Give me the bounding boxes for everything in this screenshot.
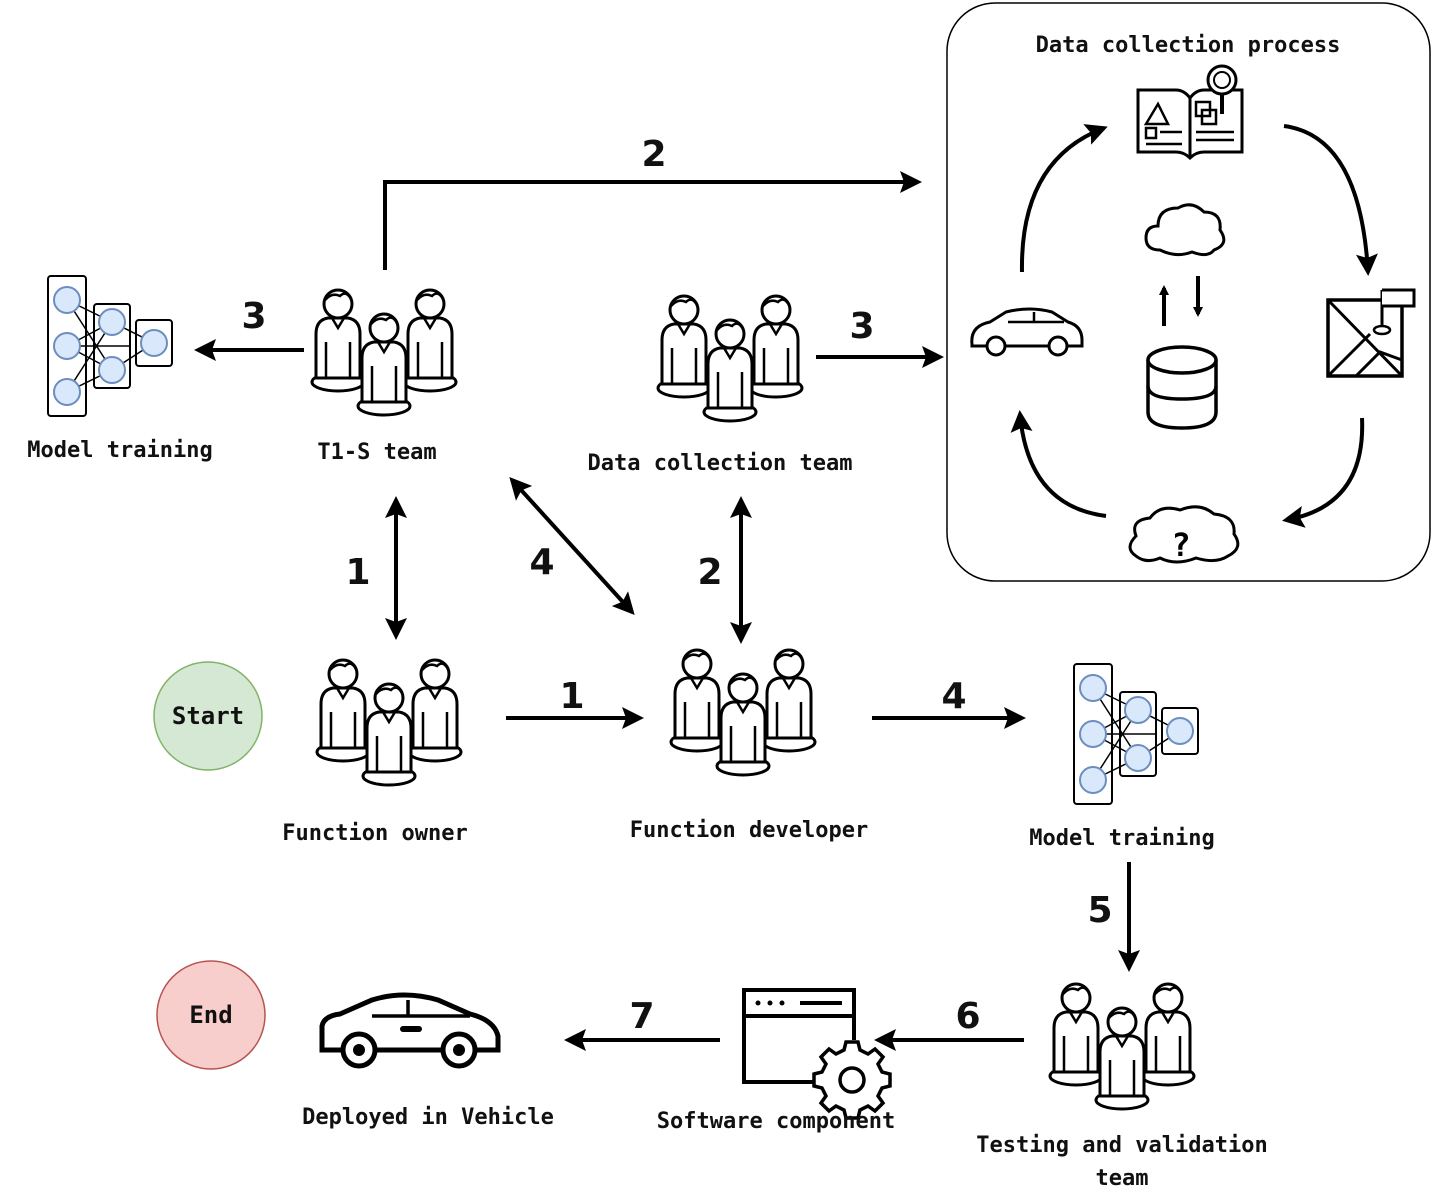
neural-network-icon <box>1073 663 1199 805</box>
edge-label: 7 <box>629 996 654 1037</box>
testing-team-label-line1: Testing and validation <box>976 1133 1267 1158</box>
edge-model-to-testing: 5 <box>1087 862 1140 972</box>
testing-team-node: Testing and validation team <box>976 984 1268 1191</box>
end-node: End <box>156 960 266 1070</box>
edge-label: 1 <box>559 676 584 717</box>
car-icon <box>970 307 1084 357</box>
software-window-gear-icon <box>742 988 892 1120</box>
edge-label: 6 <box>955 996 980 1037</box>
edge-software-to-vehicle: 7 <box>564 996 720 1051</box>
car-icon <box>319 992 501 1069</box>
team-icon <box>671 650 815 775</box>
edge-dct-developer: 2 <box>697 496 752 644</box>
function-owner-label: Function owner <box>282 821 467 846</box>
sync-arrows-icon <box>1159 276 1203 326</box>
edge-label: 1 <box>345 552 370 593</box>
book-icon <box>1136 64 1244 161</box>
edge-label: 2 <box>697 552 722 593</box>
team-icon <box>317 660 461 785</box>
database-icon <box>1146 345 1218 430</box>
edge-label: 3 <box>241 296 266 337</box>
model-training-top-label: Model training <box>27 438 212 463</box>
start-label: Start <box>172 702 244 730</box>
model-training-bottom-label: Model training <box>1029 826 1214 851</box>
edge-dct-to-process: 3 <box>816 306 944 368</box>
end-label: End <box>189 1001 232 1029</box>
data-collection-process-box: Data collection process <box>946 2 1431 582</box>
edge-developer-to-model: 4 <box>872 676 1026 729</box>
question-cloud-icon: ? <box>1128 505 1240 564</box>
edge-label: 3 <box>849 306 874 347</box>
deployed-vehicle-node: Deployed in Vehicle <box>302 992 554 1130</box>
team-icon <box>312 290 456 415</box>
function-developer-label: Function developer <box>630 818 868 843</box>
neural-network-icon <box>47 275 173 417</box>
data-collection-team-label: Data collection team <box>588 451 853 476</box>
edge-owner-to-developer: 1 <box>506 676 644 729</box>
edge-t1s-to-process: 2 <box>383 134 922 270</box>
model-training-bottom-node: Model training <box>1029 663 1215 851</box>
start-node: Start <box>153 661 263 771</box>
edge-t1s-to-model: 3 <box>194 296 304 361</box>
software-component-node: Software component <box>657 988 895 1134</box>
model-training-top-node: Model training <box>27 275 213 463</box>
team-icon <box>658 296 802 421</box>
question-mark: ? <box>1171 526 1190 564</box>
process-title: Data collection process <box>1036 33 1341 58</box>
t1s-team-node: T1-S team <box>312 290 456 465</box>
edge-label: 4 <box>941 676 966 717</box>
team-icon <box>1050 984 1194 1109</box>
software-component-label: Software component <box>657 1109 895 1134</box>
deployed-label: Deployed in Vehicle <box>302 1105 554 1130</box>
cycle-arrows <box>1010 124 1378 528</box>
t1s-team-label: T1-S team <box>317 440 436 465</box>
function-owner-node: Function owner <box>282 660 468 846</box>
edge-label: 5 <box>1087 890 1112 931</box>
edge-testing-to-software: 6 <box>874 996 1024 1051</box>
cloud-icon <box>1144 203 1226 257</box>
edge-label: 4 <box>529 542 554 583</box>
data-collection-team-node: Data collection team <box>588 296 853 476</box>
map-icon <box>1326 288 1416 378</box>
edge-label: 2 <box>641 134 666 175</box>
testing-team-label-line2: team <box>1096 1166 1149 1191</box>
function-developer-node: Function developer <box>630 650 868 843</box>
edge-t1s-developer: 4 <box>509 477 635 615</box>
edge-t1s-owner: 1 <box>345 496 407 640</box>
